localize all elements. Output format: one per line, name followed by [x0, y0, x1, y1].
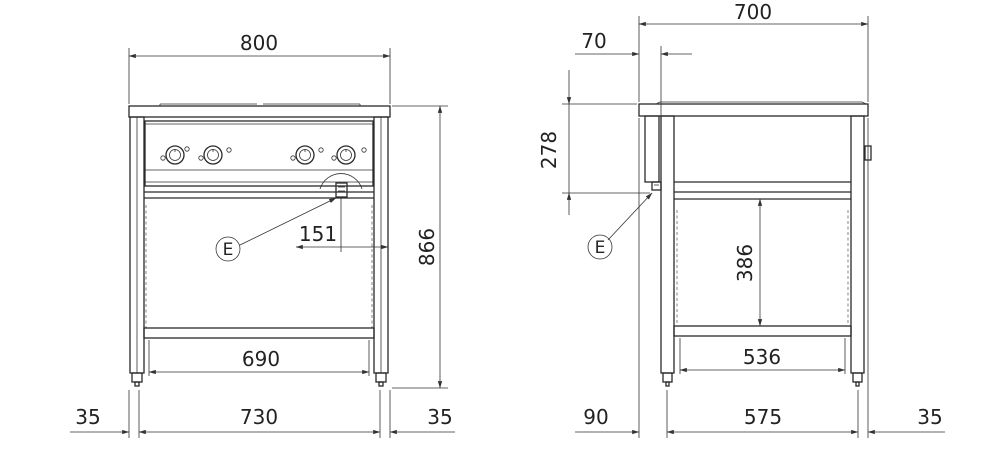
side-view: 700 70 278 E 386 536 90 57 [537, 0, 945, 438]
dim-side-leg-offset-right: 35 [917, 405, 942, 429]
dim-front-width-total: 800 [240, 31, 278, 55]
front-foot-right [375, 372, 387, 383]
front-callout-label: E [223, 240, 234, 260]
front-knob-3 [290, 145, 324, 165]
dim-front-leg-span: 730 [240, 405, 278, 429]
front-shelf [143, 327, 375, 339]
side-callout-text: E [595, 238, 606, 258]
side-shelf [673, 325, 852, 337]
dim-front-leg-offset-left: 35 [75, 405, 100, 429]
side-callout-circle [587, 234, 613, 260]
side-leg-front [660, 115, 675, 374]
dim-front-height-total: 866 [415, 228, 439, 266]
side-foot-front [662, 372, 673, 383]
dim-front-inner-width: 690 [242, 347, 280, 371]
dim-side-depth-total: 700 [734, 0, 772, 24]
dim-side-panel-height: 278 [537, 131, 561, 169]
side-control-panel [644, 115, 660, 183]
front-electrical-connection [319, 173, 363, 198]
dim-front-leg-offset-right: 35 [427, 405, 452, 429]
dim-side-leg-span: 575 [744, 405, 782, 429]
dim-side-leg-offset-left: 90 [583, 405, 608, 429]
front-foot-left [131, 372, 143, 383]
front-control-panel [144, 120, 374, 187]
side-worktop [638, 103, 869, 117]
dim-side-inner-depth: 536 [743, 345, 781, 369]
side-electrical-connection [651, 181, 662, 191]
front-worktop [128, 105, 391, 118]
front-knob-1 [160, 145, 190, 165]
side-foot-rear [852, 372, 863, 383]
side-leg-rear [850, 115, 865, 374]
front-view: 800 866 151 E 690 35 730 35 [70, 31, 455, 438]
front-callout-circle [215, 236, 241, 262]
front-knob-2 [198, 145, 232, 165]
front-knob-4 [331, 145, 367, 165]
dim-side-shelf-height: 386 [733, 244, 757, 282]
dim-front-knob-offset: 151 [299, 222, 337, 246]
dim-side-top-offset: 70 [581, 29, 606, 53]
